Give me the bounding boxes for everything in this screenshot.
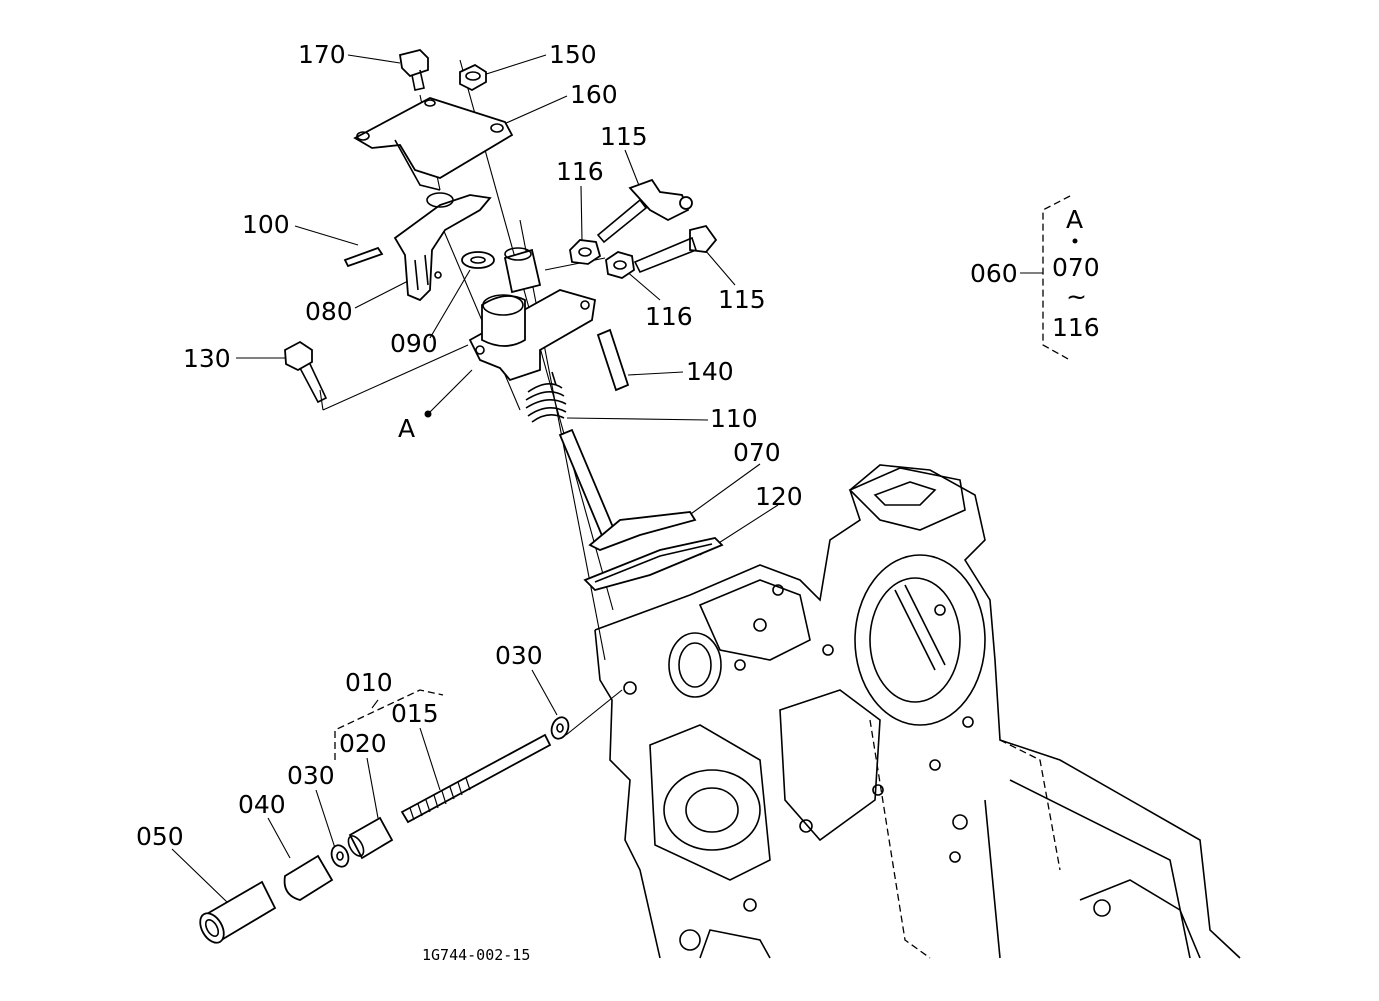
bolt-130[interactable] [284,340,328,404]
lever-080[interactable] [393,192,492,302]
label-170[interactable]: 170 [298,40,346,69]
label-020[interactable]: 020 [339,729,387,758]
washer-030-lower[interactable] [329,843,352,869]
label-140[interactable]: 140 [686,357,734,386]
sleeve-050[interactable] [195,880,277,947]
pin-100[interactable] [343,246,384,268]
bolt-115-upper[interactable] [596,178,693,244]
label-070[interactable]: 070 [733,438,781,467]
label-030-lower[interactable]: 030 [287,761,335,790]
cap-040[interactable] [283,854,334,901]
bolt-170[interactable] [398,49,429,91]
label-015[interactable]: 015 [391,699,439,728]
label-115-upper[interactable]: 115 [600,122,648,151]
label-030-upper[interactable]: 030 [495,641,543,670]
gear-case [594,464,1241,959]
label-120[interactable]: 120 [755,482,803,511]
label-a[interactable]: A [398,414,415,443]
cover-plate-160[interactable] [353,97,514,191]
nut-150[interactable] [459,63,487,92]
governor-housing-a[interactable] [468,247,597,382]
set-label-070: 070 [1052,253,1100,282]
set-label-116: 116 [1052,313,1100,342]
stud-140[interactable] [596,328,630,392]
label-160[interactable]: 160 [570,80,618,109]
label-150[interactable]: 150 [549,40,597,69]
label-080[interactable]: 080 [305,297,353,326]
label-050[interactable]: 050 [136,822,184,851]
set-label-tilde: ~ [1066,282,1087,311]
shaft-070[interactable] [558,428,697,551]
nut-020[interactable] [345,816,394,860]
washer-090[interactable] [461,251,495,269]
label-116-lower[interactable]: 116 [645,302,693,331]
label-130[interactable]: 130 [183,344,231,373]
label-110[interactable]: 110 [710,404,758,433]
set-label-a: A [1066,205,1083,234]
brackets [334,195,1071,760]
label-010[interactable]: 010 [345,668,393,697]
bolt-115-lower[interactable] [633,224,718,274]
part-labels: 170 150 160 115 116 100 080 090 116 115 … [136,40,1100,964]
leader-lines [171,54,1078,904]
drawing-code: 1G744-002-15 [422,946,530,964]
label-116-upper[interactable]: 116 [556,157,604,186]
nut-116-upper[interactable] [569,239,602,265]
label-090[interactable]: 090 [390,329,438,358]
gasket-120[interactable] [583,537,724,592]
washer-030-upper[interactable] [549,715,572,741]
label-115-lower[interactable]: 115 [718,285,766,314]
label-100[interactable]: 100 [242,210,290,239]
label-060[interactable]: 060 [970,259,1018,288]
nut-116-lower[interactable] [605,251,635,279]
label-040[interactable]: 040 [238,790,286,819]
spring-110[interactable] [525,371,567,423]
bolt-015[interactable] [400,733,552,824]
